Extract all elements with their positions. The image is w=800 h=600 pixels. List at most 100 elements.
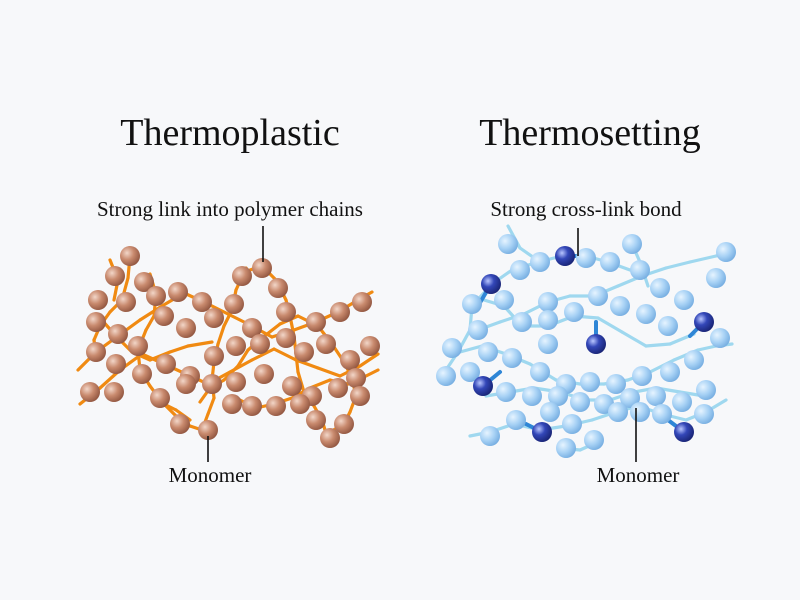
monomer	[282, 376, 302, 396]
monomer	[168, 282, 188, 302]
cross-link-monomer	[694, 312, 714, 332]
monomer	[105, 266, 125, 286]
monomer	[202, 374, 222, 394]
monomer	[80, 382, 100, 402]
monomer	[116, 292, 136, 312]
monomer	[198, 420, 218, 440]
monomer	[276, 328, 296, 348]
monomer	[242, 318, 262, 338]
monomer	[226, 372, 246, 392]
monomer	[502, 348, 522, 368]
polymer-chain-bond	[620, 330, 648, 348]
monomer	[108, 324, 128, 344]
cross-link-monomer	[481, 274, 501, 294]
monomer	[442, 338, 462, 358]
polymer-chain-bond	[206, 396, 216, 416]
monomer	[580, 372, 600, 392]
polymer-chain-bond	[696, 344, 718, 352]
cross-link-monomer	[555, 246, 575, 266]
monomer	[600, 252, 620, 272]
monomer	[346, 368, 366, 388]
thermosetting-monomers	[436, 234, 736, 458]
monomer	[610, 296, 630, 316]
cross-link-monomer	[674, 422, 694, 442]
monomer	[132, 364, 152, 384]
monomer	[696, 380, 716, 400]
monomer	[498, 234, 518, 254]
monomer	[510, 260, 530, 280]
monomer	[646, 386, 666, 406]
monomer	[468, 320, 488, 340]
polymer-chain-bond	[272, 347, 298, 362]
monomer	[170, 414, 190, 434]
monomer	[224, 294, 244, 314]
monomer	[460, 362, 480, 382]
monomer	[672, 392, 692, 412]
monomer	[538, 292, 558, 312]
monomer	[684, 350, 704, 370]
monomer	[556, 438, 576, 458]
polymer-chain-bond	[596, 316, 624, 334]
monomer	[120, 246, 140, 266]
monomer	[204, 308, 224, 328]
polymer-chain-bond	[250, 347, 276, 362]
monomer	[540, 402, 560, 422]
monomer	[478, 342, 498, 362]
monomer	[652, 404, 672, 424]
monomer	[608, 402, 628, 422]
monomer	[606, 374, 626, 394]
polymer-chain-bond	[186, 340, 214, 348]
right-title: Thermosetting	[479, 112, 701, 154]
monomer	[86, 312, 106, 332]
monomer	[150, 388, 170, 408]
monomer	[538, 310, 558, 330]
monomer	[630, 260, 650, 280]
monomer	[192, 292, 212, 312]
monomer	[538, 334, 558, 354]
monomer	[276, 302, 296, 322]
monomer	[104, 382, 124, 402]
monomer	[716, 242, 736, 262]
monomer	[522, 386, 542, 406]
polymer-chain-bond	[688, 254, 718, 264]
monomer	[636, 304, 656, 324]
monomer	[530, 362, 550, 382]
monomer	[360, 336, 380, 356]
monomer	[254, 364, 274, 384]
monomer	[294, 342, 314, 362]
monomer	[710, 328, 730, 348]
polymer-chain-bond	[316, 366, 342, 378]
monomer	[350, 386, 370, 406]
polymer-chain-bond	[358, 352, 380, 368]
monomer	[316, 334, 336, 354]
monomer	[584, 430, 604, 450]
monomer	[660, 362, 680, 382]
monomer	[674, 290, 694, 310]
monomer	[176, 374, 196, 394]
monomer	[250, 334, 270, 354]
monomer	[564, 302, 584, 322]
monomer	[650, 278, 670, 298]
monomer	[494, 290, 514, 310]
monomer	[706, 268, 726, 288]
monomer	[622, 234, 642, 254]
monomer	[106, 354, 126, 374]
monomer	[290, 394, 310, 414]
monomer	[176, 318, 196, 338]
left-top-label: Strong link into polymer chains	[97, 197, 363, 221]
monomer	[128, 336, 148, 356]
monomer	[266, 396, 286, 416]
monomer	[252, 258, 272, 278]
monomer	[226, 336, 246, 356]
monomer	[340, 350, 360, 370]
monomer	[146, 286, 166, 306]
monomer	[588, 286, 608, 306]
monomer	[694, 404, 714, 424]
monomer	[320, 428, 340, 448]
monomer	[562, 414, 582, 434]
monomer	[88, 290, 108, 310]
right-bottom-label: Monomer	[597, 463, 680, 487]
polymer-chain-bond	[294, 358, 320, 370]
polymer-chain-bond	[664, 260, 692, 270]
